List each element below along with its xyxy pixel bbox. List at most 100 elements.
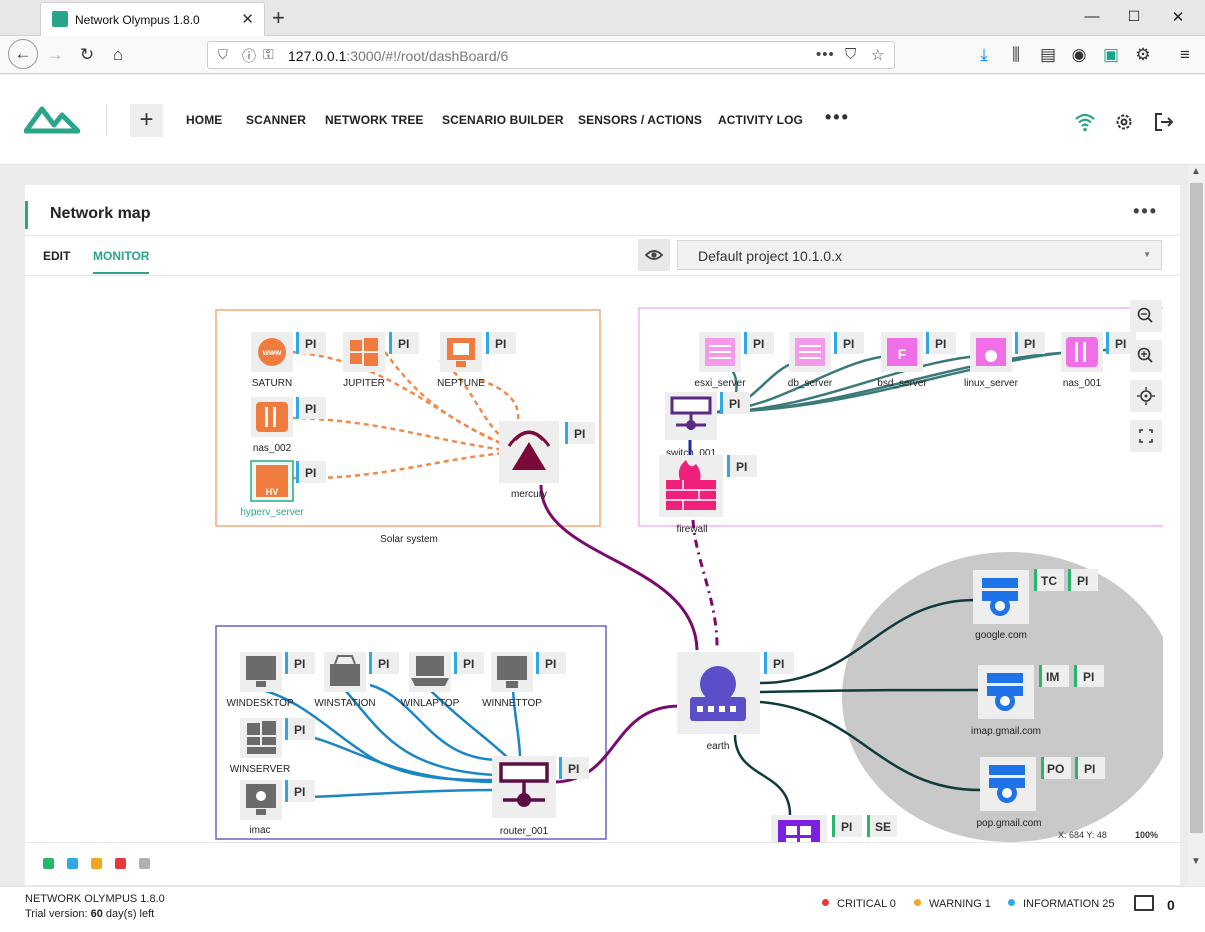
svg-text:PI: PI bbox=[545, 657, 556, 671]
zoom-out-button[interactable] bbox=[1130, 300, 1162, 332]
close-tab-icon[interactable]: ✕ bbox=[241, 11, 254, 28]
network-olympus-logo-icon[interactable] bbox=[24, 103, 80, 135]
svg-text:router_001: router_001 bbox=[500, 826, 549, 837]
node-switch-001[interactable]: switch_001 bbox=[665, 392, 717, 459]
node-mercury[interactable]: mercury bbox=[499, 421, 559, 500]
maximize-icon[interactable]: ☐ bbox=[1127, 8, 1141, 24]
menu-home[interactable]: HOME bbox=[186, 113, 223, 127]
node-earth[interactable]: earth bbox=[677, 652, 760, 752]
zoom-in-button[interactable] bbox=[1130, 340, 1162, 372]
sidebar-icon[interactable]: ▤ bbox=[1039, 45, 1057, 64]
svg-text:PI: PI bbox=[305, 466, 316, 480]
menu-scenario-builder[interactable]: SCENARIO BUILDER bbox=[442, 113, 564, 127]
pocket-icon[interactable]: ⛉ bbox=[845, 46, 857, 63]
card-more-icon[interactable]: ••• bbox=[1133, 201, 1158, 221]
fullscreen-button[interactable] bbox=[1130, 420, 1162, 452]
library-icon[interactable]: ⫼ bbox=[1012, 45, 1020, 64]
logout-icon[interactable] bbox=[1153, 111, 1175, 133]
svg-text:PI: PI bbox=[753, 337, 764, 351]
node-winstation[interactable]: WINSTATION bbox=[314, 652, 376, 709]
svg-text:PI: PI bbox=[1115, 337, 1126, 351]
browser-tab[interactable]: Network Olympus 1.8.0 ✕ bbox=[40, 2, 265, 36]
key-icon[interactable]: ⚿ bbox=[263, 46, 274, 62]
status-critical[interactable]: CRITICAL 0 bbox=[822, 898, 896, 910]
info-icon[interactable]: ⓘ bbox=[242, 48, 256, 64]
legend-check-orange[interactable] bbox=[91, 858, 102, 869]
tab-edit[interactable]: EDIT bbox=[43, 249, 71, 263]
node-router-001[interactable]: router_001 bbox=[492, 756, 556, 837]
legend-check-red[interactable] bbox=[115, 858, 126, 869]
node-windesktop[interactable]: WINDESKTOP bbox=[226, 652, 294, 709]
node-hyperv-server[interactable]: HV hyperv_server bbox=[240, 460, 304, 518]
network-map-svg[interactable]: Solar system bbox=[25, 276, 1163, 842]
node-linux-server[interactable]: linux_server bbox=[964, 332, 1019, 389]
menu-activity-log[interactable]: ACTIVITY LOG bbox=[718, 113, 803, 127]
svg-text:bsd_server: bsd_server bbox=[877, 378, 927, 389]
scroll-up-icon[interactable]: ▲ bbox=[1191, 166, 1201, 177]
node-imac[interactable]: imac bbox=[240, 780, 282, 836]
page-scrollbar[interactable]: ▲ ▼ bbox=[1188, 166, 1205, 886]
center-button[interactable] bbox=[1130, 380, 1162, 412]
add-button[interactable]: + bbox=[130, 104, 163, 137]
shield-icon[interactable]: ⛉ bbox=[218, 47, 228, 62]
legend-check-green[interactable] bbox=[43, 858, 54, 869]
svg-text:earth: earth bbox=[707, 741, 730, 752]
wifi-icon[interactable] bbox=[1074, 111, 1096, 133]
node-firewall[interactable]: firewall bbox=[659, 455, 723, 535]
svg-text:WINDESKTOP: WINDESKTOP bbox=[226, 698, 293, 709]
scroll-thumb[interactable] bbox=[1190, 183, 1203, 833]
node-winlaptop[interactable]: WINLAPTOP bbox=[401, 652, 460, 709]
node-jupiter[interactable]: JUPITER bbox=[343, 332, 385, 389]
menu-scanner[interactable]: SCANNER bbox=[246, 113, 307, 127]
svg-text:PI: PI bbox=[736, 460, 747, 474]
node-nas-001[interactable]: nas_001 bbox=[1061, 332, 1103, 389]
network-map-canvas[interactable]: Solar system bbox=[25, 276, 1163, 842]
minimize-icon[interactable]: — bbox=[1084, 8, 1100, 25]
badge-po: PO bbox=[1041, 757, 1071, 779]
node-neptune[interactable]: NEPTUNE bbox=[437, 332, 485, 389]
close-window-icon[interactable]: ✕ bbox=[1171, 9, 1185, 26]
antenna-icon bbox=[512, 442, 546, 470]
badge-tc: TC bbox=[1034, 569, 1064, 591]
svg-text:nas_002: nas_002 bbox=[253, 443, 292, 454]
url-bar[interactable]: ⛉ ⓘ ⚿ 127.0.0.1:3000/#!/root/dashBoard/6… bbox=[207, 41, 895, 69]
forward-arrow-icon[interactable]: → bbox=[46, 45, 64, 64]
bookmark-star-icon[interactable]: ☆ bbox=[871, 47, 885, 64]
node-nas-002[interactable]: nas_002 bbox=[251, 397, 293, 454]
legend-check-blue[interactable] bbox=[67, 858, 78, 869]
visibility-button[interactable] bbox=[638, 239, 670, 271]
node-esxi-server[interactable]: esxi_server bbox=[694, 332, 746, 389]
status-information[interactable]: INFORMATION 25 bbox=[1008, 898, 1114, 910]
page-actions-icon[interactable]: ••• bbox=[816, 46, 835, 63]
status-warning[interactable]: WARNING 1 bbox=[914, 898, 991, 910]
node-winnettop[interactable]: WINNETTOP bbox=[482, 652, 542, 709]
back-arrow-icon[interactable]: ← bbox=[8, 39, 38, 69]
reload-icon[interactable]: ↻ bbox=[79, 45, 95, 64]
node-pop[interactable]: pop.gmail.com bbox=[976, 757, 1042, 829]
scroll-down-icon[interactable]: ▼ bbox=[1191, 856, 1201, 867]
node-bsd-server[interactable]: F bsd_server bbox=[877, 332, 927, 389]
node-saturn[interactable]: www SATURN bbox=[251, 332, 293, 389]
save-icon[interactable]: ▣ bbox=[1102, 45, 1120, 64]
node-imap[interactable]: imap.gmail.com bbox=[971, 665, 1041, 737]
settings-gear-icon[interactable] bbox=[1113, 111, 1135, 133]
account-icon[interactable]: ◉ bbox=[1071, 45, 1087, 64]
download-icon[interactable]: ⤓ bbox=[980, 45, 988, 64]
menu-more-icon[interactable]: ••• bbox=[825, 107, 850, 127]
node-google[interactable]: google.com bbox=[973, 570, 1029, 641]
new-tab-icon[interactable]: + bbox=[272, 5, 285, 30]
menu-network-tree[interactable]: NETWORK TREE bbox=[325, 113, 424, 127]
tab-monitor[interactable]: MONITOR bbox=[93, 249, 150, 274]
home-icon[interactable]: ⌂ bbox=[112, 45, 124, 64]
chat-icon[interactable] bbox=[1134, 895, 1154, 911]
hamburger-menu-icon[interactable]: ≡ bbox=[1180, 45, 1190, 64]
project-select[interactable]: Default project 10.1.0.x ▼ bbox=[677, 240, 1162, 270]
legend-check-gray[interactable] bbox=[139, 858, 150, 869]
extension-icon[interactable]: ⚙ bbox=[1135, 45, 1151, 64]
node-windows-partial[interactable] bbox=[771, 815, 827, 842]
node-db-server[interactable]: db_server bbox=[788, 332, 833, 389]
menu-sensors-actions[interactable]: SENSORS / ACTIONS bbox=[578, 113, 702, 127]
node-winserver[interactable]: WINSERVER bbox=[230, 718, 290, 775]
badge-pi: PI bbox=[1074, 665, 1104, 687]
svg-text:linux_server: linux_server bbox=[964, 378, 1019, 389]
